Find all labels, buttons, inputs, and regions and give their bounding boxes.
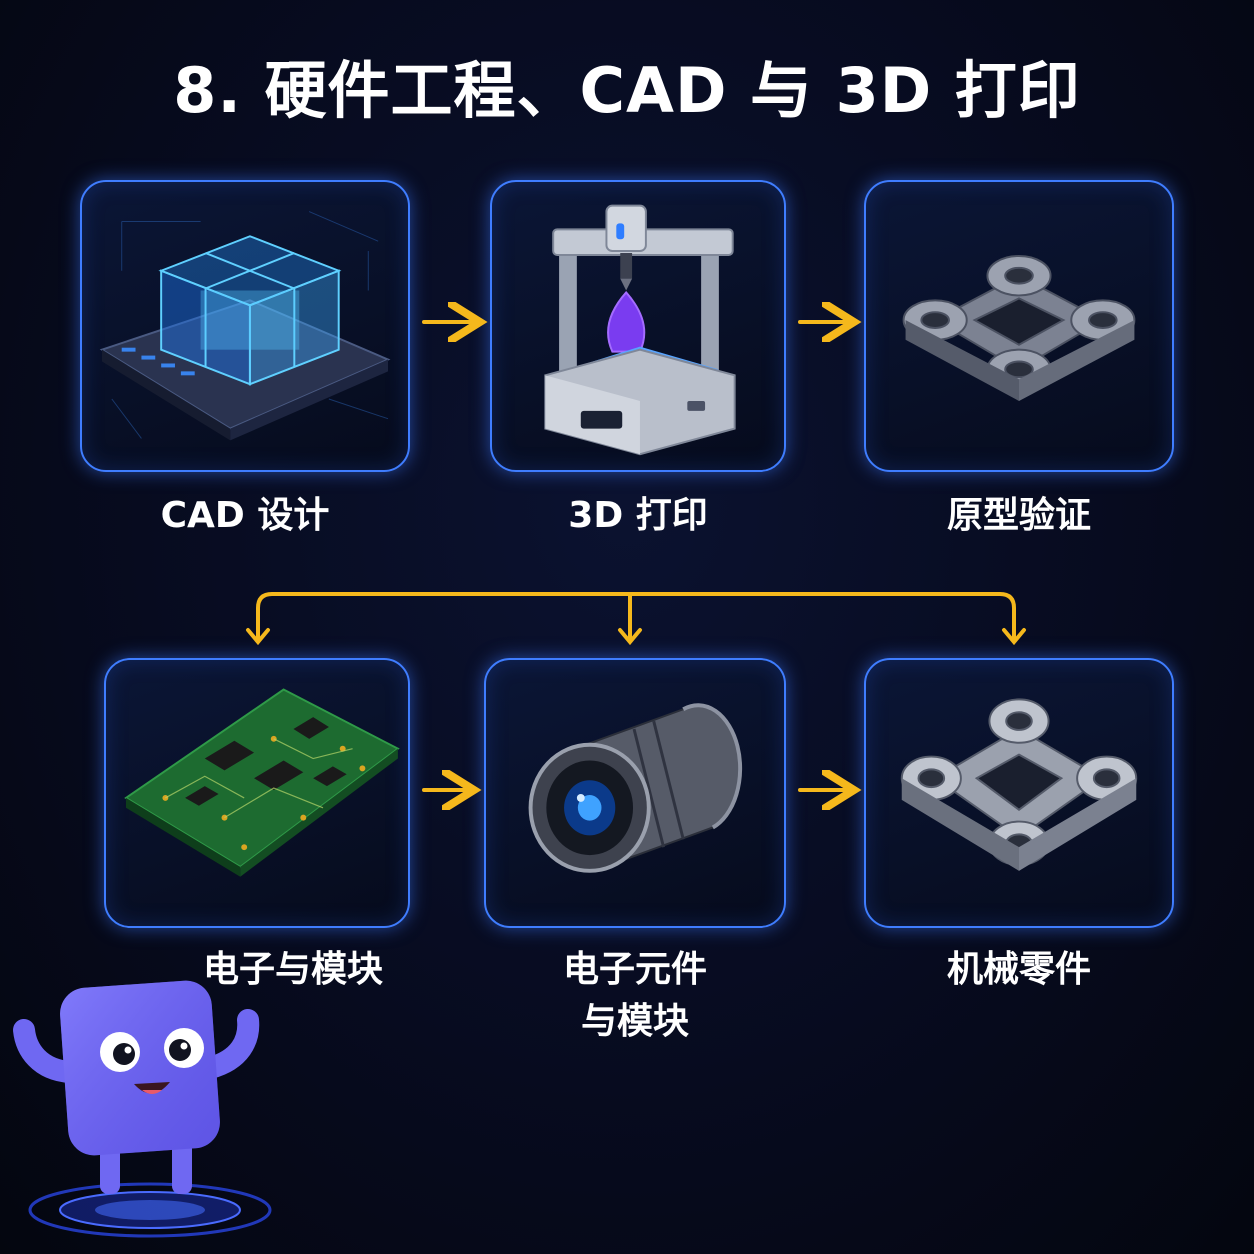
camera-module-icon bbox=[486, 660, 784, 926]
card-mechanical-parts bbox=[864, 658, 1174, 928]
arrow-branch-right-head bbox=[1004, 630, 1024, 642]
arrow-branch-left-head bbox=[248, 630, 268, 642]
mechanical-part-icon bbox=[866, 660, 1172, 926]
cad-blueprint-icon bbox=[82, 182, 408, 470]
step-label-prototype-verification: 原型验证 bbox=[864, 490, 1174, 542]
card-cad-design bbox=[80, 180, 410, 472]
step-label-cad-design: CAD 设计 bbox=[80, 490, 410, 542]
page-title: 8. 硬件工程、CAD 与 3D 打印 bbox=[0, 40, 1254, 130]
prototype-part-icon bbox=[866, 182, 1172, 470]
card-3d-printing bbox=[490, 180, 786, 472]
card-electronic-components bbox=[484, 658, 786, 928]
smiling-block-mascot-icon bbox=[0, 960, 300, 1254]
step-label-electronic-components-line1: 电子元件 bbox=[484, 944, 786, 996]
circuit-board-icon bbox=[106, 660, 408, 926]
card-electronics-modules bbox=[104, 658, 410, 928]
step-label-electronic-components-line2: 与模块 bbox=[484, 996, 786, 1048]
3d-printer-icon bbox=[492, 182, 784, 470]
card-prototype-verification bbox=[864, 180, 1174, 472]
step-label-electronic-components: 电子元件 与模块 bbox=[484, 944, 786, 1048]
arrow-branch-center-head bbox=[620, 630, 640, 642]
arrow-branch-connector bbox=[258, 594, 1014, 640]
step-label-3d-printing: 3D 打印 bbox=[490, 490, 786, 542]
step-label-mechanical-parts: 机械零件 bbox=[864, 944, 1174, 996]
